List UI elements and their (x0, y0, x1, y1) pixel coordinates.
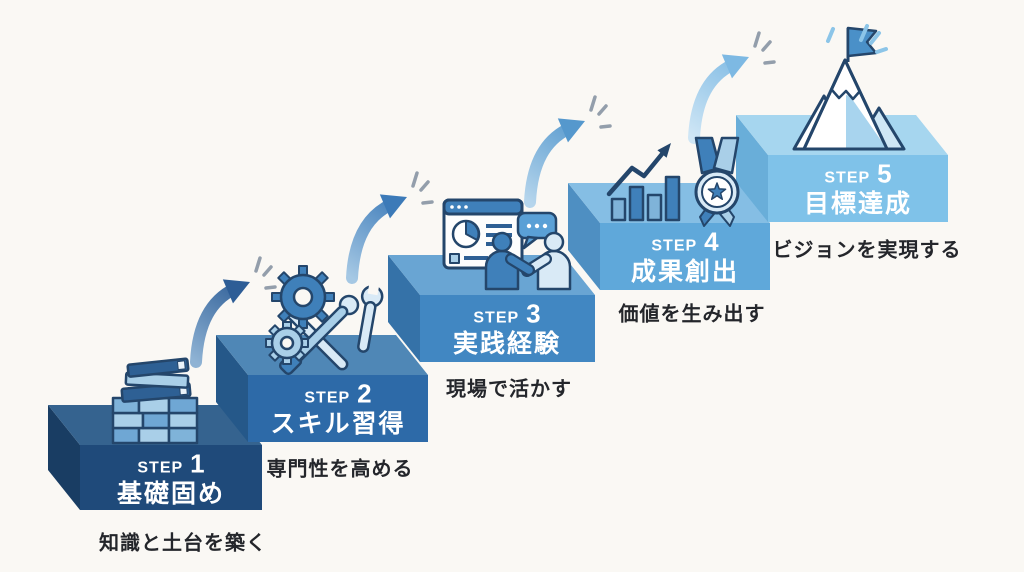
flag-icon (846, 26, 878, 58)
step-4-side-face (568, 183, 600, 290)
step-4-label: STEP 4 (651, 227, 718, 258)
step-5-number: 5 (877, 158, 892, 189)
step-4-word: STEP (651, 237, 698, 255)
step-1-label: STEP 1 (137, 449, 204, 480)
books-on-bricks-icon (111, 357, 199, 445)
dashboard-handshake-icon (442, 198, 572, 291)
step-4-caption: 価値を生み出す (618, 303, 766, 326)
step-2-caption: 専門性を高める (266, 458, 414, 481)
book-stack (120, 357, 192, 403)
step-5-title: 目標達成 (803, 190, 913, 218)
step-2-number: 2 (357, 378, 372, 409)
brick-wall (111, 396, 199, 445)
mountain-flag-icon (792, 26, 906, 151)
step-5-front-face (768, 155, 948, 222)
step-3-number: 3 (526, 298, 541, 329)
medal-icon (694, 136, 740, 227)
step-1-number: 1 (190, 448, 205, 479)
step-1-side-face (48, 405, 80, 510)
step-2-word: STEP (304, 389, 351, 407)
step-5-block (736, 115, 948, 222)
step-1-word: STEP (137, 459, 184, 477)
step-5-label: STEP 5 (824, 159, 891, 190)
step-1-title: 基礎固め (116, 480, 226, 508)
step-5-side-face (736, 115, 768, 222)
step-3-front-face (420, 295, 595, 362)
handshake-people (484, 231, 572, 291)
growth-chart-medal-icon (606, 136, 740, 227)
step-3-word: STEP (473, 309, 520, 327)
arrow-step3-to-step4 (524, 118, 585, 208)
step-3-title: 実践経験 (452, 330, 562, 358)
sparkle-icon (254, 31, 776, 290)
step-2-label: STEP 2 (304, 379, 371, 410)
step-3-side-face (388, 255, 420, 362)
wrench (357, 281, 384, 353)
small-gear (265, 321, 309, 365)
chat-bubble-icon (516, 211, 558, 250)
step-4-number: 4 (704, 226, 719, 257)
step-3-caption: 現場で活かす (446, 378, 572, 401)
summit-sparkle-icon (826, 24, 888, 54)
step-1-caption: 知識と土台を築く (99, 532, 267, 555)
gears-and-tools-icon (265, 265, 384, 376)
step-2-title: スキル習得 (270, 410, 406, 438)
arrow-step2-to-step3 (346, 194, 407, 284)
step-3-label: STEP 3 (473, 299, 540, 330)
bar-chart-icon (606, 143, 681, 222)
step-5-caption: ビジョンを実現する (772, 239, 962, 262)
step-5-word: STEP (824, 169, 871, 187)
large-gear (271, 265, 335, 329)
arrow-step1-to-step2 (190, 279, 250, 368)
step-4-front-face (600, 223, 770, 290)
step-2-front-face (248, 375, 428, 442)
arrow-step4-to-step5 (688, 54, 749, 144)
step-2-side-face (216, 335, 248, 442)
step-1-front-face (80, 445, 262, 510)
step-4-title: 成果創出 (630, 258, 740, 286)
